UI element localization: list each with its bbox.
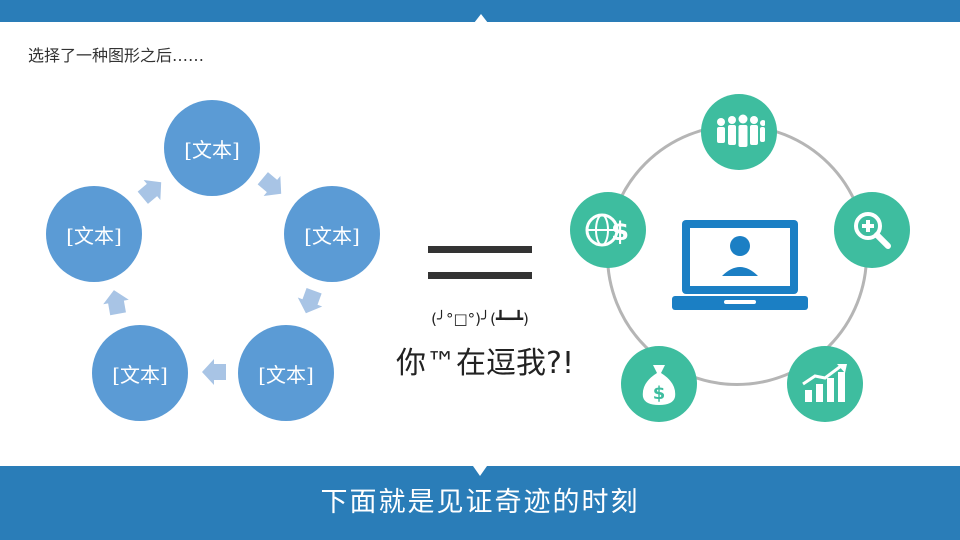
- top-notch: [474, 14, 488, 23]
- bottom-notch: [473, 466, 487, 476]
- svg-text:$: $: [653, 383, 666, 404]
- subtitle: 选择了一种图形之后……: [28, 46, 205, 65]
- cycle-node-top: [文本]: [164, 100, 260, 196]
- cycle-arrow-icon: [297, 288, 323, 314]
- cycle-node-bottom-left: [文本]: [92, 325, 188, 421]
- bottom-bar: [0, 466, 960, 540]
- kaomoji-text: (╯°□°)╯(┻━┻): [431, 310, 529, 328]
- laptop-user-icon: [672, 220, 808, 310]
- cycle-arrow-icon: [137, 180, 162, 204]
- search-plus-icon: [834, 192, 910, 268]
- cycle-node-bottom-right: [文本]: [238, 325, 334, 421]
- cycle-node-right: [文本]: [284, 186, 380, 282]
- people-group-icon: [701, 94, 777, 170]
- bottom-banner-text: 下面就是见证奇迹的时刻: [320, 487, 640, 518]
- slang-text: 你™在逗我?!: [396, 346, 574, 381]
- top-bar: [0, 0, 960, 22]
- cycle-arrow-icon: [103, 290, 129, 316]
- globe-dollar-icon: $: [570, 192, 646, 268]
- cycle-arrow-icon: [257, 172, 282, 196]
- growth-chart-icon: [787, 346, 863, 422]
- svg-text:$: $: [611, 217, 629, 247]
- equals-bar-top: [428, 246, 532, 253]
- equals-bar-bottom: [428, 272, 532, 279]
- money-bag-icon: $: [621, 346, 697, 422]
- cycle-arrow-icon: [202, 359, 226, 385]
- cycle-node-left: [文本]: [46, 186, 142, 282]
